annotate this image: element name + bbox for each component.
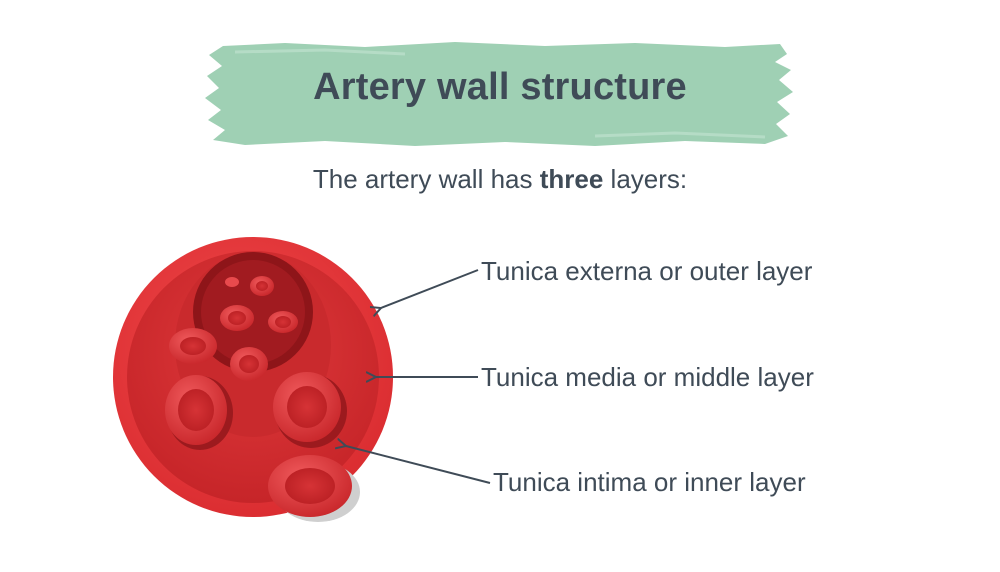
label-tunica-externa: Tunica externa or outer layer: [481, 256, 813, 286]
red-blood-cells: [165, 276, 347, 450]
arrow-inner-layer: [346, 446, 491, 484]
title-banner-brushstroke: [205, 42, 793, 146]
lumen-mid-ring: [201, 260, 305, 364]
arrow-outer-layer: [381, 269, 479, 308]
label-tunica-intima: Tunica intima or inner layer: [493, 467, 806, 497]
subtitle-text-end: layers:: [603, 164, 688, 194]
blood-cell: [225, 277, 239, 287]
subtitle: The artery wall has three layers:: [0, 164, 1000, 195]
page-title: Artery wall structure: [313, 66, 687, 108]
label-tunica-media: Tunica media or middle layer: [481, 362, 814, 392]
subtitle-text-start: The artery wall has: [312, 164, 540, 194]
subtitle-bold-word: three: [539, 164, 604, 194]
